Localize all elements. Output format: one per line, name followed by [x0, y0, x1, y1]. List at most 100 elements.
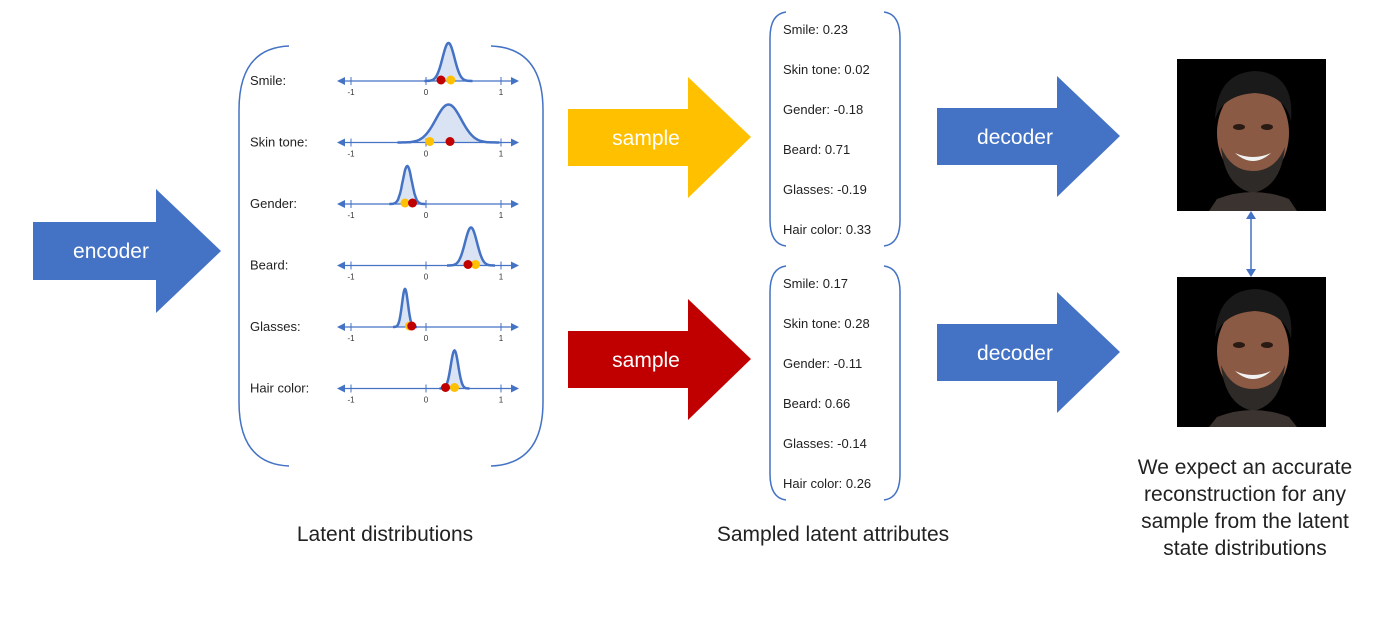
right-bracket: [490, 45, 544, 467]
axis-arrow-left: [337, 384, 345, 393]
axis-arrow-right: [511, 138, 519, 147]
decoder-arrow-bottom-label: decoder: [977, 342, 1053, 365]
sampled-attribute-row: Hair color: 0.33: [783, 222, 871, 237]
latent-attribute-label: Gender:: [250, 196, 297, 211]
sampled-attribute-row: Skin tone: 0.02: [783, 62, 870, 77]
decoder-arrow-top: decoder: [937, 76, 1120, 197]
axis-arrow-right: [511, 384, 519, 393]
reconstruction-image-top: [1177, 59, 1326, 211]
distribution-fill: [393, 289, 417, 327]
sampled-attribute-row: Hair color: 0.26: [783, 476, 871, 491]
reconstruction-caption-line: sample from the latent: [1141, 510, 1349, 533]
sample-arrow-red-label: sample: [612, 349, 680, 372]
tick-label: 0: [424, 273, 429, 282]
distribution-fill: [424, 43, 473, 81]
sampled-caption: Sampled latent attributes: [716, 523, 950, 546]
decoder-arrow-bottom-shape: [937, 292, 1120, 413]
reconstruction-image-bottom: [1177, 277, 1326, 427]
decoder-arrow-top-label: decoder: [977, 126, 1053, 149]
sample-arrow-red: sample: [568, 299, 751, 420]
sample-point-yellow: [450, 383, 459, 392]
encoder-arrow: encoder: [33, 189, 221, 313]
sampled-box-top-right-bracket: [883, 11, 901, 247]
encoder-arrow-shape: [33, 189, 221, 313]
sample-point-red: [445, 137, 455, 146]
sampled-attribute-row: Gender: -0.11: [783, 356, 862, 371]
tick-label: -1: [347, 150, 355, 159]
sample-point-yellow: [400, 198, 410, 208]
reconstruction-caption-line: We expect an accurate: [1137, 456, 1353, 479]
reconstruction-caption-line: state distributions: [1163, 537, 1327, 560]
left-bracket: [238, 45, 290, 467]
reconstruction-caption-line: reconstruction for any: [1144, 483, 1346, 506]
latent-attribute-label: Skin tone:: [250, 135, 308, 150]
sampled-box-top-left-bracket: [769, 11, 787, 247]
similarity-arrow: [1246, 211, 1256, 277]
distribution-fill: [447, 227, 495, 266]
tick-label: 1: [499, 334, 504, 343]
sampled-box-bottom-left-bracket: [769, 265, 787, 501]
sample-point-red: [408, 198, 417, 208]
sample-point-red: [436, 75, 446, 85]
tick-label: 1: [499, 88, 504, 97]
distribution-fill: [397, 104, 500, 143]
latent-row: Smile: -1 0 1: [250, 41, 519, 97]
sampled-attribute-row: Gender: -0.18: [783, 102, 863, 117]
tick-label: -1: [347, 88, 355, 97]
sampled-attribute-row: Glasses: -0.19: [783, 182, 867, 197]
sampled-box-bottom-right-bracket: [883, 265, 901, 501]
sample-point-yellow: [446, 75, 456, 85]
tick-label: -1: [347, 273, 355, 282]
sample-arrow-yellow-label: sample: [612, 127, 680, 150]
tick-label: -1: [347, 334, 355, 343]
sample-arrow-red-shape: [568, 299, 751, 420]
axis-arrow-right: [511, 200, 519, 208]
axis-arrow-left: [337, 261, 345, 270]
tick-label: 1: [499, 150, 504, 159]
face-icon: [1209, 71, 1297, 211]
sample-arrow-yellow-shape: [568, 77, 751, 198]
distribution-fill: [389, 166, 426, 204]
sampled-attribute-row: Skin tone: 0.28: [783, 316, 870, 331]
face-icon: [1209, 289, 1297, 427]
tick-label: 1: [499, 396, 504, 405]
axis-arrow-left: [337, 200, 345, 208]
sampled-attribute-row: Smile: 0.23: [783, 22, 848, 37]
distribution-curve: [389, 164, 426, 206]
sample-point-yellow: [471, 260, 480, 269]
tick-label: -1: [347, 211, 355, 220]
sample-point-red: [463, 260, 473, 269]
sample-point-yellow: [425, 137, 435, 146]
tick-label: 1: [499, 273, 504, 282]
latent-attribute-label: Hair color:: [250, 381, 309, 396]
decoder-arrow-bottom: decoder: [937, 292, 1120, 413]
sampled-attribute-row: Glasses: -0.14: [783, 436, 867, 451]
axis-arrow-right: [511, 261, 519, 270]
latent-row: Glasses: -1 0 1: [250, 287, 519, 343]
distribution-curve: [397, 103, 500, 144]
tick-label: 0: [424, 334, 429, 343]
sample-arrow-yellow: sample: [568, 77, 751, 198]
encoder-arrow-label: encoder: [73, 240, 149, 263]
tick-label: 0: [424, 88, 429, 97]
sample-point-red: [441, 383, 450, 392]
sampled-attribute-row: Beard: 0.71: [783, 142, 850, 157]
sample-point-red: [407, 321, 417, 331]
axis-arrow-left: [337, 138, 345, 147]
axis-arrow-right: [511, 77, 519, 85]
tick-label: 0: [424, 211, 429, 220]
sampled-attribute-row: Smile: 0.17: [783, 276, 848, 291]
reconstruction-caption: We expect an accurate reconstruction for…: [1095, 454, 1395, 562]
decoder-arrow-top-shape: [937, 76, 1120, 197]
latent-attribute-label: Glasses:: [250, 319, 301, 334]
axis-arrow-left: [337, 323, 345, 331]
latent-attribute-label: Smile:: [250, 73, 286, 88]
